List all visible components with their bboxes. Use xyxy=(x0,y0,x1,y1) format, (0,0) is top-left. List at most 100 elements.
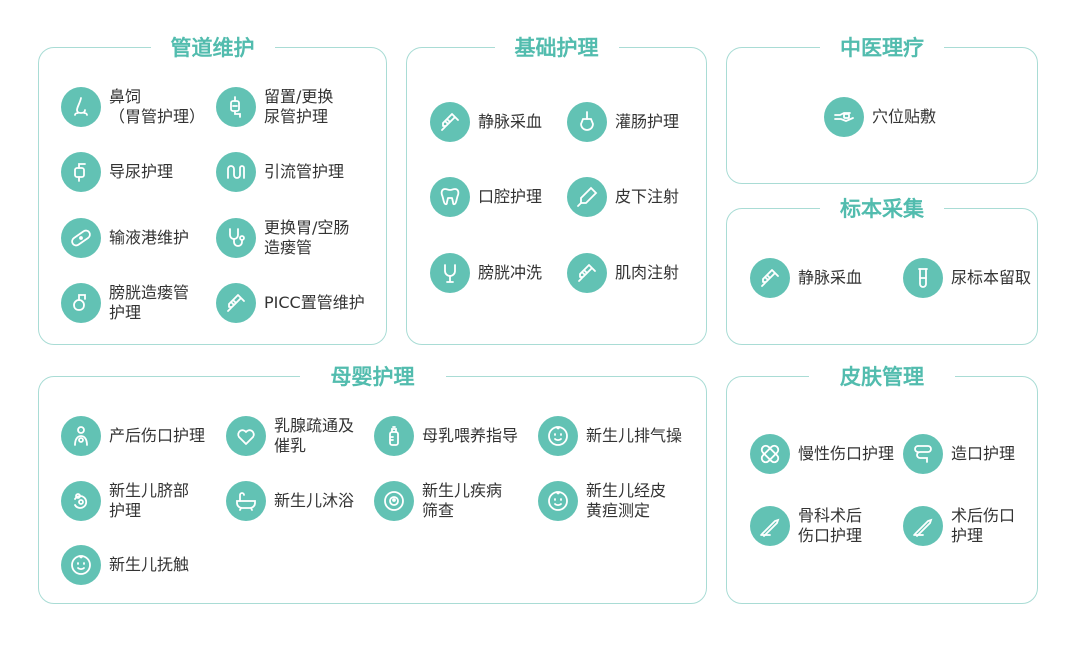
catheter-icon xyxy=(61,152,101,192)
service-label: 静脉采血 xyxy=(798,268,863,287)
section-biaoben: 标本采集 静脉采血 尿标本留取 xyxy=(726,196,1038,345)
service-label: 灌肠护理 xyxy=(615,112,680,131)
service-label: 乳腺疏通及 催乳 xyxy=(274,416,355,455)
service-label: 皮下注射 xyxy=(615,187,680,206)
service-item[interactable]: 鼻饲 （胃管护理） xyxy=(61,85,205,129)
drainage-tube-icon xyxy=(216,152,256,192)
service-item[interactable]: 更换胃/空肠 造瘘管 xyxy=(216,216,349,260)
service-item[interactable]: 新生儿排气操 xyxy=(538,414,682,458)
service-item[interactable]: 骨科术后 伤口护理 xyxy=(750,504,862,548)
bladder-tube-icon xyxy=(61,283,101,323)
service-item[interactable]: 新生儿抚触 xyxy=(61,543,189,587)
service-label: 鼻饲 （胃管护理） xyxy=(109,87,206,126)
enema-bulb-icon xyxy=(567,102,607,142)
section-title: 管道维护 xyxy=(150,35,275,61)
service-item[interactable]: 膀胱造瘘管 护理 xyxy=(61,281,189,325)
service-item[interactable]: 静脉采血 xyxy=(750,256,862,300)
service-item[interactable]: 新生儿经皮 黄疸测定 xyxy=(538,479,666,523)
service-item[interactable]: 留置/更换 尿管护理 xyxy=(216,85,333,129)
section-pifu: 皮肤管理 慢性伤口护理 造口护理 骨科术后 伤口护理 术后伤口 护理 xyxy=(726,364,1038,604)
service-label: 新生儿沐浴 xyxy=(274,491,355,510)
service-label: 骨科术后 伤口护理 xyxy=(798,506,863,545)
section-zhongyi: 中医理疗 穴位贴敷 xyxy=(726,35,1038,184)
service-label: 尿标本留取 xyxy=(951,268,1032,287)
syringe-icon xyxy=(750,258,790,298)
service-label: 静脉采血 xyxy=(478,112,543,131)
service-item[interactable]: 术后伤口 护理 xyxy=(903,504,1015,548)
service-label: 慢性伤口护理 xyxy=(798,444,895,463)
service-item[interactable]: 新生儿脐部 护理 xyxy=(61,479,189,523)
section-jichu: 基础护理 静脉采血 灌肠护理 口腔护理 皮下注射 膀胱冲洗 肌肉注射 xyxy=(406,35,707,345)
service-item[interactable]: 口腔护理 xyxy=(430,175,542,219)
service-label: 穴位贴敷 xyxy=(872,107,937,126)
service-item[interactable]: 导尿护理 xyxy=(61,150,173,194)
service-item[interactable]: 产后伤口护理 xyxy=(61,414,205,458)
injection-pen-icon xyxy=(567,177,607,217)
section-title: 基础护理 xyxy=(494,35,619,61)
service-item[interactable]: 灌肠护理 xyxy=(567,100,679,144)
syringe-icon xyxy=(567,253,607,293)
service-item[interactable]: 肌肉注射 xyxy=(567,251,679,295)
bandage-icon xyxy=(61,218,101,258)
service-label: 更换胃/空肠 造瘘管 xyxy=(264,218,350,257)
mother-baby-icon xyxy=(61,416,101,456)
service-item[interactable]: 引流管护理 xyxy=(216,150,344,194)
baby-face-icon xyxy=(538,416,578,456)
section-title: 标本采集 xyxy=(820,196,944,222)
wound-plaster-icon xyxy=(750,434,790,474)
baby-face-icon xyxy=(538,481,578,521)
screening-icon xyxy=(374,481,414,521)
service-label: 新生儿脐部 护理 xyxy=(109,481,190,520)
bathtub-icon xyxy=(226,481,266,521)
stoma-icon xyxy=(903,434,943,474)
service-label: 新生儿排气操 xyxy=(586,426,683,445)
service-item[interactable]: 尿标本留取 xyxy=(903,256,1031,300)
bladder-flush-icon xyxy=(430,253,470,293)
service-label: PICC置管维护 xyxy=(264,293,365,312)
service-label: 输液港维护 xyxy=(109,228,190,247)
scalpel-icon xyxy=(903,506,943,546)
hand-patch-icon xyxy=(824,97,864,137)
section-muying: 母婴护理 产后伤口护理 乳腺疏通及 催乳 母乳喂养指导 新生儿排气操 新生儿脐部… xyxy=(38,364,707,604)
service-label: 母乳喂养指导 xyxy=(422,426,519,445)
scalpel-icon xyxy=(750,506,790,546)
service-label: 新生儿经皮 黄疸测定 xyxy=(586,481,667,520)
baby-face-icon xyxy=(61,545,101,585)
service-label: 膀胱造瘘管 护理 xyxy=(109,283,190,322)
section-title: 中医理疗 xyxy=(820,35,944,61)
service-item[interactable]: 乳腺疏通及 催乳 xyxy=(226,414,354,458)
service-label: 新生儿疾病 筛查 xyxy=(422,481,503,520)
newborn-navel-icon xyxy=(61,481,101,521)
service-label: 口腔护理 xyxy=(478,187,543,206)
service-item[interactable]: 静脉采血 xyxy=(430,100,542,144)
test-tube-icon xyxy=(903,258,943,298)
service-item[interactable]: 造口护理 xyxy=(903,432,1015,476)
service-label: 引流管护理 xyxy=(264,162,345,181)
baby-bottle-icon xyxy=(374,416,414,456)
service-item[interactable]: 皮下注射 xyxy=(567,175,679,219)
tooth-icon xyxy=(430,177,470,217)
service-item[interactable]: 穴位贴敷 xyxy=(824,95,936,139)
service-item[interactable]: 新生儿疾病 筛查 xyxy=(374,479,502,523)
service-item[interactable]: 新生儿沐浴 xyxy=(226,479,354,523)
heart-icon xyxy=(226,416,266,456)
service-label: 留置/更换 尿管护理 xyxy=(264,87,334,126)
service-label: 产后伤口护理 xyxy=(109,426,206,445)
service-item[interactable]: 输液港维护 xyxy=(61,216,189,260)
service-label: 肌肉注射 xyxy=(615,263,680,282)
service-label: 新生儿抚触 xyxy=(109,555,190,574)
service-label: 膀胱冲洗 xyxy=(478,263,543,282)
service-label: 术后伤口 护理 xyxy=(951,506,1016,545)
section-guandao: 管道维护 鼻饲 （胃管护理） 留置/更换 尿管护理 导尿护理 引流管护理 输液港… xyxy=(38,35,387,345)
service-item[interactable]: PICC置管维护 xyxy=(216,281,365,325)
service-label: 造口护理 xyxy=(951,444,1016,463)
service-label: 导尿护理 xyxy=(109,162,174,181)
section-title: 母婴护理 xyxy=(299,364,446,390)
service-item[interactable]: 母乳喂养指导 xyxy=(374,414,518,458)
service-item[interactable]: 膀胱冲洗 xyxy=(430,251,542,295)
syringe-icon xyxy=(216,283,256,323)
section-title: 皮肤管理 xyxy=(809,364,955,390)
stethoscope-icon xyxy=(216,218,256,258)
nose-icon xyxy=(61,87,101,127)
service-item[interactable]: 慢性伤口护理 xyxy=(750,432,894,476)
